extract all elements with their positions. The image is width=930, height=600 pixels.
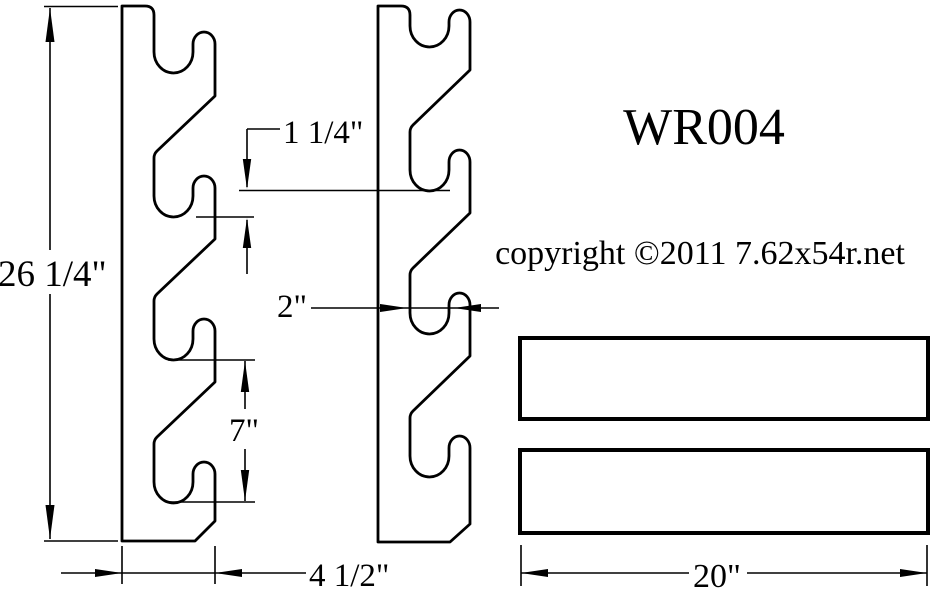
arrow-down-icon	[45, 505, 55, 539]
cross-board-bottom	[518, 448, 930, 535]
arrow-up-icon	[45, 8, 55, 42]
arrow-right-icon	[900, 569, 927, 577]
arrow-right-icon	[380, 304, 407, 312]
arrow-up-icon	[242, 218, 252, 248]
dim-label-notch-drop: 1 1/4"	[283, 115, 363, 151]
dim-slot-width: 2"	[277, 289, 499, 325]
arrow-left-icon	[215, 569, 242, 577]
dim-label-slot-spacing: 7"	[229, 413, 259, 449]
dim-label-board-length: 20"	[693, 558, 741, 595]
arrow-up-icon	[240, 361, 250, 392]
dim-board-length: 20"	[520, 545, 928, 595]
dim-side-width: 4 1/2"	[61, 546, 389, 594]
arrow-right-icon	[95, 569, 122, 577]
arrow-down-icon	[242, 159, 252, 189]
dim-overall-height: 26 1/4"	[0, 5, 118, 542]
drawing-title: WR004	[623, 99, 785, 156]
copyright-text: copyright ©2011 7.62x54r.net	[495, 235, 905, 272]
arrow-left-icon	[454, 304, 481, 312]
cross-board-top	[518, 336, 930, 421]
dim-label-slot-width: 2"	[277, 289, 307, 325]
rack-side-right	[376, 4, 472, 544]
dim-label-overall-height: 26 1/4"	[0, 254, 107, 295]
dim-label-side-width: 4 1/2"	[309, 558, 389, 594]
arrow-down-icon	[240, 470, 250, 501]
dim-slot-spacing: 7"	[168, 359, 259, 503]
rack-side-left	[120, 4, 217, 543]
arrow-left-icon	[521, 569, 548, 577]
dim-notch-drop: 1 1/4"	[196, 115, 450, 274]
